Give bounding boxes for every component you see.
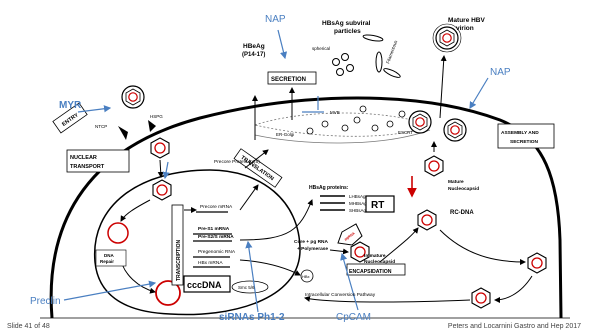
rt-label: RT — [371, 200, 384, 211]
ntcp-label: NTCP — [95, 124, 107, 129]
immature-label-1: Immature — [364, 253, 386, 259]
drug-myr: MYR — [59, 100, 82, 111]
smc-label: Smc 5/6 — [238, 285, 255, 290]
mature-nucleocapsid — [425, 156, 443, 176]
filamentous-label: Filamentous — [385, 39, 398, 64]
mvb-vesicles — [307, 106, 405, 134]
lhbsag-label: LHBsAg — [349, 194, 366, 199]
hspg-receptor — [148, 120, 156, 132]
rc-dna-label: RC-DNA — [450, 210, 474, 216]
mature-nc-label-2: Nucleocapsid — [448, 186, 479, 192]
drug-nap-right: NAP — [490, 67, 511, 78]
nuclear-transport-label-1: NUCLEAR — [70, 155, 97, 161]
slide-number: Slide 41 of 48 — [7, 323, 50, 330]
mature-nc-label-1: Mature — [448, 179, 464, 185]
shbsag-label: SHBsAg — [349, 208, 367, 213]
ntcp-receptor — [118, 126, 128, 140]
hbx-mrna-label: HBx mRNA — [198, 260, 223, 266]
drug-preclin: Preclin — [30, 296, 61, 307]
er-golgi-label: ER-Golgi — [276, 132, 294, 137]
core-pg-label-1: Core + pg RNA — [294, 239, 329, 245]
budding-virion-2 — [444, 119, 466, 141]
hbeag-label: HBeAg — [243, 43, 265, 50]
hbsag-proteins-label: HBsAg proteins: — [309, 185, 349, 191]
assembly-label-2: SECRETION — [510, 139, 539, 145]
intracellular-label: Intracellular Conversion Pathway — [305, 292, 376, 298]
drug-cpcam: CpCAM — [336, 312, 371, 323]
hspg-label: HSPG — [150, 114, 163, 119]
spherical-label: spherical — [312, 46, 330, 51]
mvb-label: MVB — [330, 110, 340, 115]
encapsidation-label: ENCAPSIDATION — [349, 269, 392, 275]
dna-repair-label-2: Repair — [100, 259, 114, 264]
mature-virion — [436, 27, 458, 49]
immature-nucleocapsid — [351, 242, 369, 262]
capsid-recycle-bottom — [472, 288, 490, 308]
hbx-label: HBx — [302, 274, 310, 279]
nuclear-transport-label-2: TRANSPORT — [70, 164, 105, 170]
hbsag-subviral-label-2: particles — [334, 28, 361, 35]
precore-mrna-label: Precore mRNA — [200, 204, 233, 210]
citation: Peters and Locarnini Gastro and Hep 2017 — [448, 323, 581, 330]
drug-nap-top: NAP — [265, 14, 286, 25]
capsid-recycle-right — [528, 253, 546, 273]
capsid-cytoplasm — [151, 138, 169, 158]
nucleus — [95, 170, 300, 315]
pregenomic-label: Pregenomic RNA — [198, 249, 236, 255]
drug-sirnas: siRNAs Ph1-2 — [219, 312, 285, 323]
hbeag-sub-label: (P14-17) — [242, 52, 265, 58]
mhbsag-label: MHBsAg — [349, 201, 367, 206]
immature-label-2: Nucleocapsid — [364, 259, 395, 265]
core-pg-label-2: + Polymerase — [297, 246, 328, 252]
assembly-label-1: ASSEMBLY AND — [501, 130, 539, 136]
transcription-label: TRANSCRIPTION — [176, 240, 182, 282]
mature-virion-label-1: Mature HBV — [448, 17, 486, 24]
dna-repair-label-1: DNA — [104, 253, 114, 258]
hbsag-subviral-label-1: HBsAg subviral — [322, 20, 371, 27]
entering-virion — [122, 86, 144, 108]
escrt-label: ESCRT — [398, 130, 413, 135]
cccdna-label: cccDNA — [187, 280, 222, 290]
pre-s2-label: Pre-S2/S mRNA — [198, 234, 234, 240]
mature-virion-label-2: virion — [456, 25, 474, 32]
mature-capsid-2 — [418, 210, 436, 230]
secretion-label: SECRETION — [271, 77, 306, 83]
pre-s1-label: Pre-S1 mRNA — [198, 226, 230, 232]
capsid-nuclear-pore — [153, 180, 171, 200]
